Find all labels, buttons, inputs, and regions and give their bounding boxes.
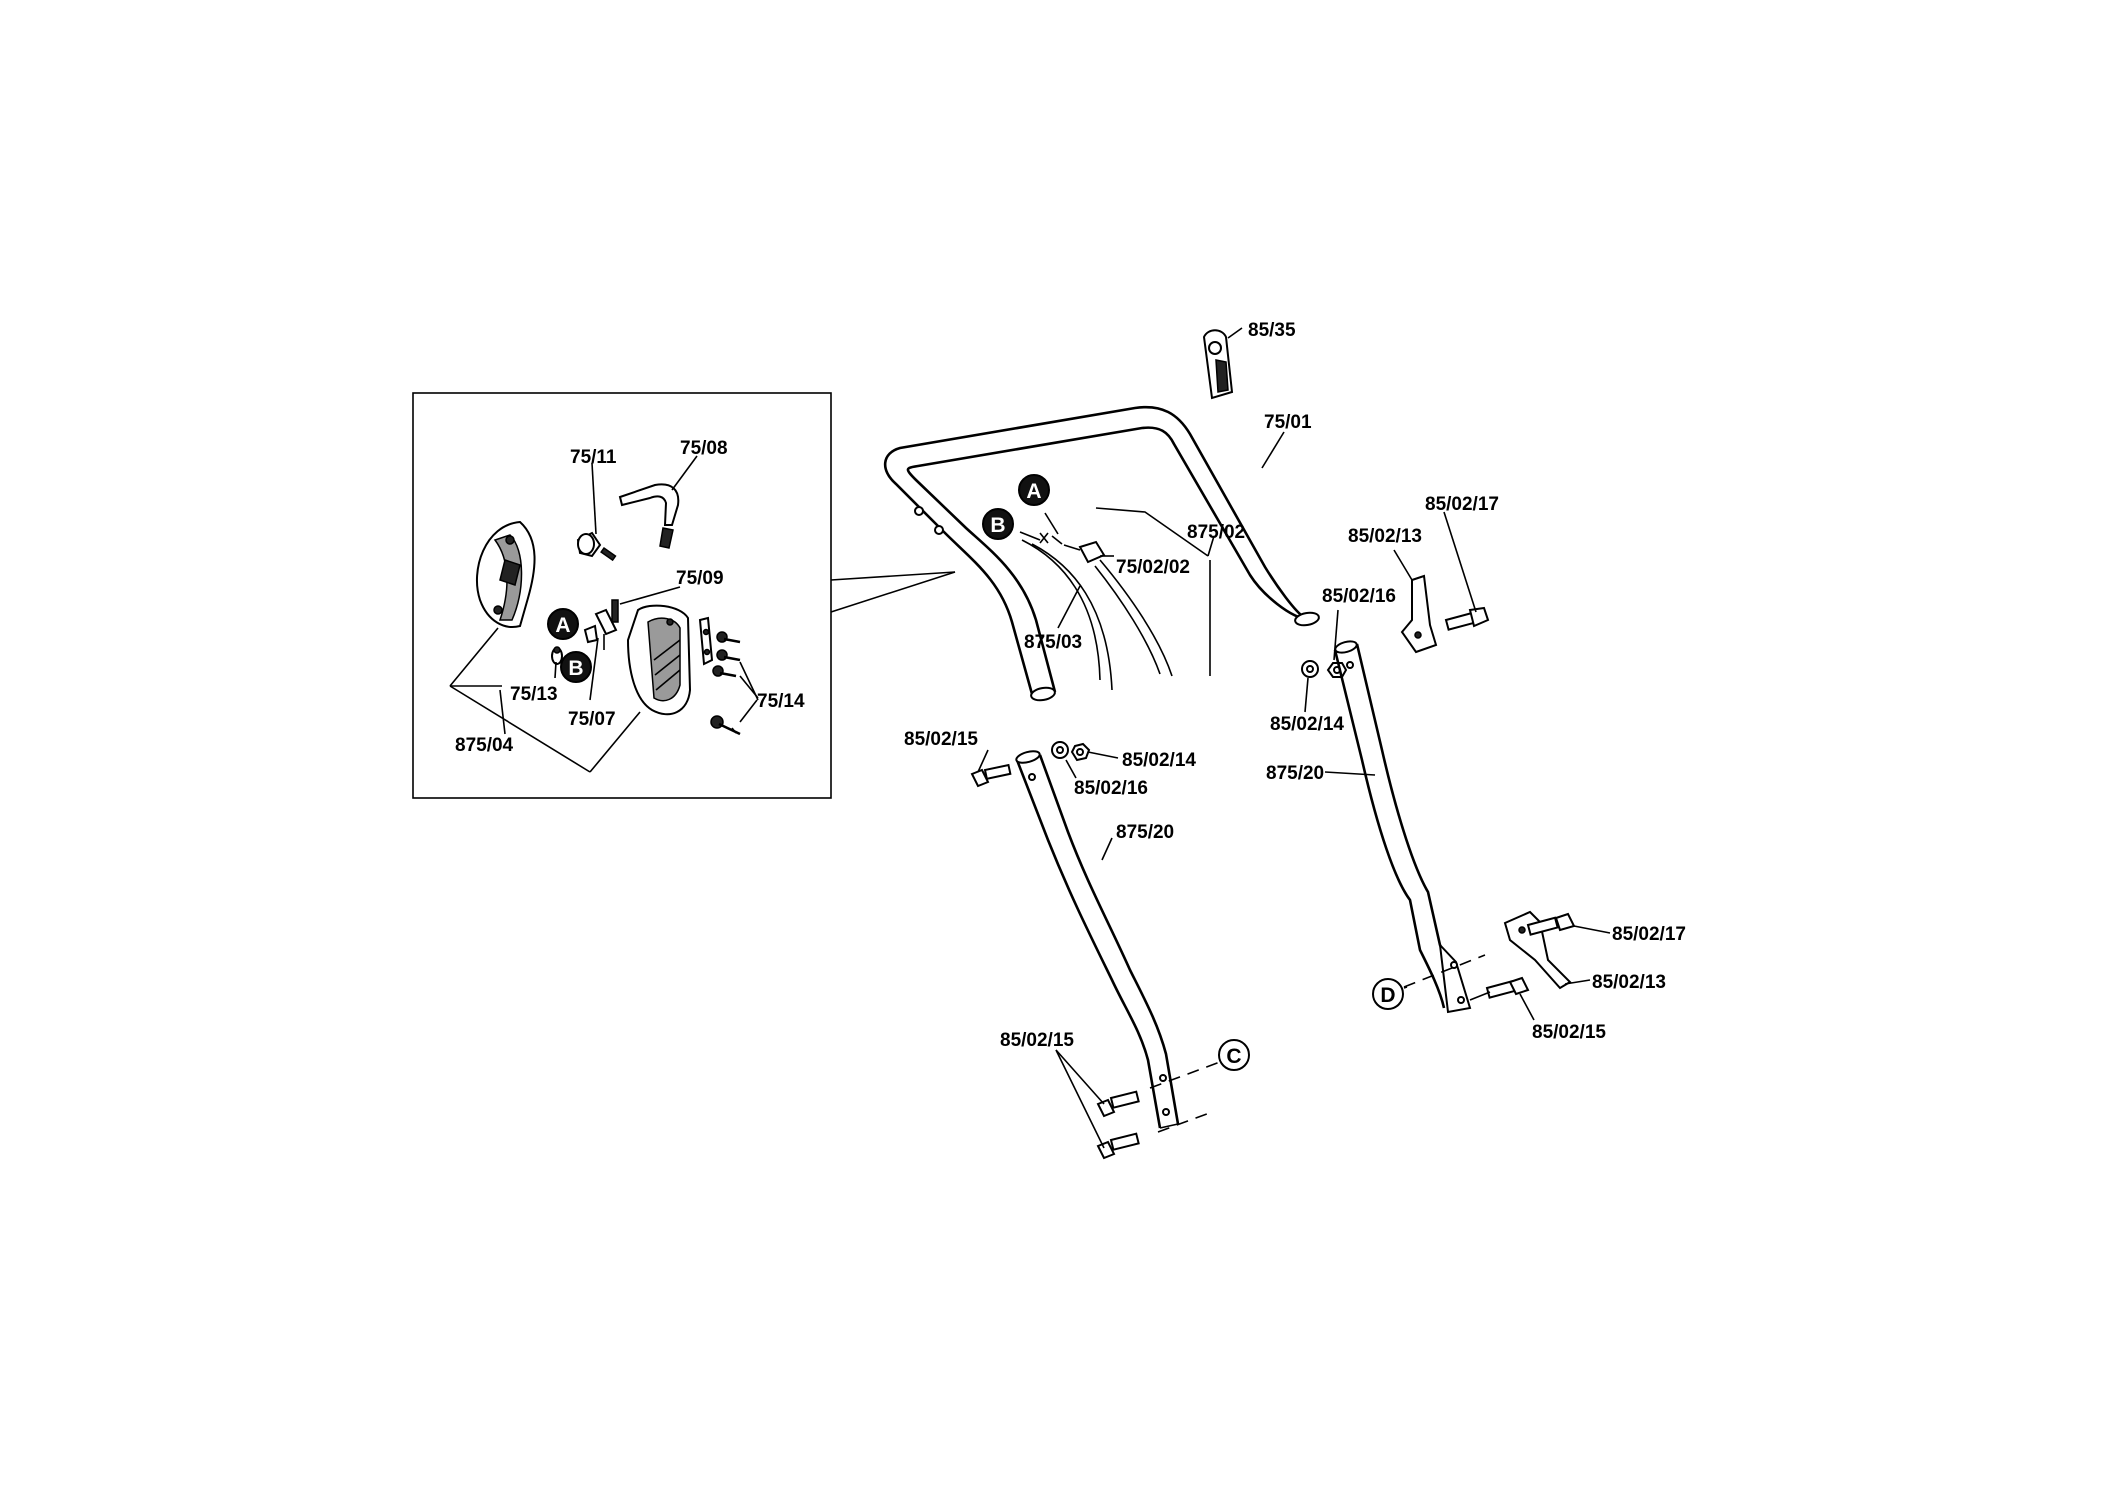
part-75-14-bracket-screws	[698, 616, 741, 736]
label-875-02: 875/02	[1187, 522, 1245, 543]
bolt-85-02-15-right	[1485, 976, 1530, 999]
label-875-03: 875/03	[1024, 632, 1082, 653]
label-75-08: 75/08	[680, 438, 728, 459]
svg-text:D: D	[1380, 984, 1395, 1007]
inset-detail-box	[412, 392, 956, 799]
label-85-02-17-top: 85/02/17	[1425, 494, 1499, 515]
svg-text:A: A	[555, 614, 570, 637]
callout-c-dashes	[1149, 1061, 1221, 1133]
part-75-13-pin	[551, 646, 563, 665]
label-875-20-left: 875/20	[1116, 822, 1174, 843]
label-85-02-13-bottom: 85/02/13	[1592, 972, 1666, 993]
svg-text:A: A	[1026, 480, 1041, 503]
label-85-02-15-right: 85/02/15	[1532, 1022, 1606, 1043]
label-75-14: 75/14	[757, 691, 805, 712]
svg-text:C: C	[1226, 1045, 1241, 1068]
label-85-02-14-left: 85/02/14	[1122, 750, 1196, 771]
label-75-07: 75/07	[568, 709, 616, 730]
svg-text:B: B	[990, 514, 1005, 537]
label-85-02-14-right: 85/02/14	[1270, 714, 1344, 735]
part-75-08-lever	[618, 483, 680, 549]
label-75-13: 75/13	[510, 684, 558, 705]
callout-a-inset: A	[547, 608, 579, 640]
label-75-02-02: 75/02/02	[1116, 557, 1190, 578]
switch-housing-left	[475, 520, 536, 628]
part-75-09-bracket	[583, 599, 619, 650]
label-85-02-16-left: 85/02/16	[1074, 778, 1148, 799]
cables	[1021, 507, 1211, 691]
part-75-11	[576, 531, 617, 562]
bolt-85-02-15-left	[970, 763, 1012, 788]
left-nut-washer	[1051, 741, 1091, 762]
main-leader-lines	[977, 327, 1611, 1149]
part-85-35-clip	[1202, 329, 1234, 400]
label-85-35: 85/35	[1248, 320, 1296, 341]
part-75-07-cover	[626, 604, 692, 716]
label-85-02-15-bottom: 85/02/15	[1000, 1030, 1074, 1051]
lower-tube-left-875-20	[1015, 750, 1180, 1129]
label-85-02-17-bottom: 85/02/17	[1612, 924, 1686, 945]
lower-tube-right-875-20	[1333, 640, 1472, 1014]
callout-a-main: A	[1018, 474, 1050, 506]
bolt-85-02-17-top	[1444, 606, 1490, 631]
callout-d-dashes	[1403, 954, 1491, 1001]
label-875-04: 875/04	[455, 735, 514, 756]
inset-leader-lines	[449, 455, 759, 773]
right-nut-washer	[1301, 660, 1348, 678]
upper-handle-75-01	[883, 405, 1320, 702]
bracket-85-02-13-bottom	[1503, 910, 1572, 990]
bracket-85-02-13-top	[1400, 574, 1438, 654]
callout-b-main: B	[982, 508, 1014, 540]
label-75-01: 75/01	[1264, 412, 1312, 433]
bolts-85-02-15-bottom	[1096, 1090, 1140, 1160]
label-85-02-16-right: 85/02/16	[1322, 586, 1396, 607]
label-875-20-right: 875/20	[1266, 763, 1324, 784]
label-85-02-13-top: 85/02/13	[1348, 526, 1422, 547]
svg-text:B: B	[568, 657, 583, 680]
part-labels: 85/35 75/01 875/02 75/02/02 875/03 85/02…	[455, 320, 1686, 1051]
label-75-09: 75/09	[676, 568, 724, 589]
callout-b-inset: B	[560, 651, 592, 683]
label-75-11: 75/11	[570, 447, 617, 468]
callout-d: D	[1372, 978, 1404, 1010]
callout-c: C	[1218, 1039, 1250, 1071]
label-85-02-15-left: 85/02/15	[904, 729, 978, 750]
